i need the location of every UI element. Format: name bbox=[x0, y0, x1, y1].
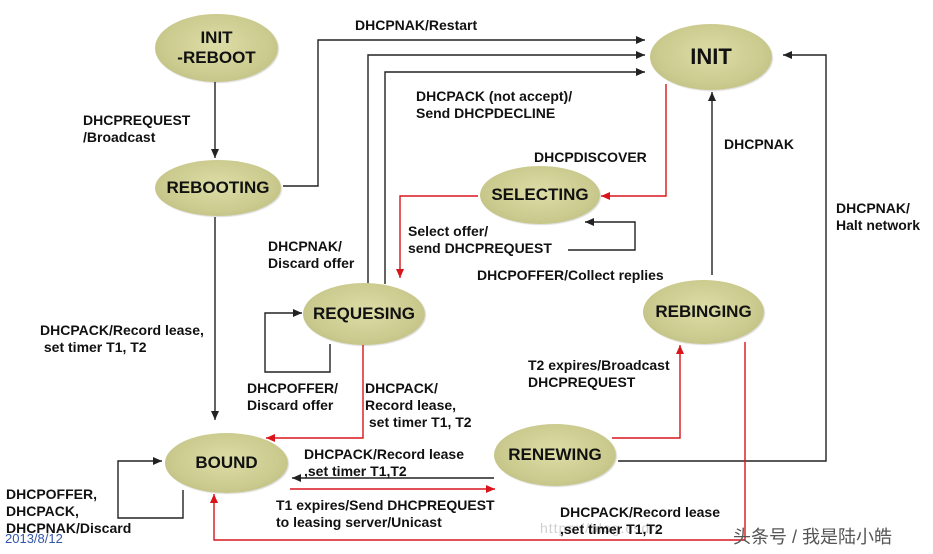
label-dhcpack-renew-bound: DHCPACK/Record lease ,set timer T1,T2 bbox=[304, 446, 464, 480]
arrow-selecting-requesing bbox=[396, 195, 478, 278]
arrow-requesing-init-decline bbox=[384, 68, 645, 284]
state-init-reboot: INIT-REBOOT bbox=[155, 14, 278, 82]
arrow-requesing-init-nak bbox=[367, 51, 645, 284]
label-dhcpack-record-req: DHCPACK/ Record lease, set timer T1, T2 bbox=[365, 380, 472, 431]
label-dhcpack-renew-bound-1: DHCPACK/Record lease bbox=[304, 446, 465, 462]
label-dhcpack-record-req-3: set timer T1, T2 bbox=[365, 414, 472, 430]
arrow-rebooting-init bbox=[283, 36, 645, 187]
label-select-offer-1: Select offer/ bbox=[408, 223, 489, 239]
state-rebooting: REBOOTING bbox=[155, 160, 281, 216]
label-dhcpnak-right: DHCPNAK bbox=[724, 136, 794, 152]
label-bound-self-2: DHCPACK, bbox=[6, 503, 79, 519]
watermark-url: https://blog.csdn bbox=[540, 520, 659, 536]
state-rebinging: REBINGING bbox=[643, 280, 764, 344]
label-dhcpack-record-left: DHCPACK/Record lease, set timer T1, T2 bbox=[40, 322, 204, 356]
state-init-label: INIT bbox=[690, 44, 732, 70]
state-init: INIT bbox=[650, 24, 772, 90]
label-dhcpack-not-accept-1: DHCPACK (not accept)/ bbox=[416, 88, 573, 104]
state-selecting: SELECTING bbox=[480, 166, 600, 224]
label-dhcpack-record-req-2: Record lease, bbox=[365, 397, 457, 413]
label-dhcpnak-halt-2: Halt network bbox=[836, 217, 921, 233]
state-rebinging-label: REBINGING bbox=[655, 302, 752, 322]
state-requesing-label: REQUESING bbox=[312, 304, 416, 324]
label-t1-expires-2: to leasing server/Unicast bbox=[276, 514, 442, 530]
state-rebooting-label: REBOOTING bbox=[166, 178, 270, 198]
label-t1-expires: T1 expires/Send DHCPREQUEST to leasing s… bbox=[276, 497, 495, 531]
state-init-reboot-label-1: INIT bbox=[200, 28, 233, 48]
arrow-rebinging-bound bbox=[210, 342, 746, 541]
label-dhcpnak-discard-2: Discard offer bbox=[268, 255, 355, 271]
label-dhcpdiscover: DHCPDISCOVER bbox=[534, 149, 647, 165]
label-dhcpnak-halt-1: DHCPNAK/ bbox=[836, 200, 910, 216]
label-bound-self: DHCPOFFER, DHCPACK, DHCPNAK/Discard bbox=[6, 486, 131, 537]
arrow-requesing-bound bbox=[266, 344, 364, 442]
state-requesing: REQUESING bbox=[303, 283, 425, 345]
label-dhcpnak-discard: DHCPNAK/ Discard offer bbox=[268, 238, 354, 272]
label-t2-expires-1: T2 expires/Broadcast bbox=[528, 357, 670, 373]
label-dhcpack-rebind-bound: DHCPACK/Record lease ,set timer T1,T2 bbox=[560, 504, 720, 538]
arrow-init-selecting bbox=[601, 84, 667, 200]
state-renewing-label: RENEWING bbox=[508, 445, 602, 465]
label-dhcpack-rebind-bound-2: ,set timer T1,T2 bbox=[560, 521, 663, 537]
watermark-toutiao: 头条号 / 我是陆小皓 bbox=[733, 527, 893, 547]
label-dhcpack-record-left-2: set timer T1, T2 bbox=[40, 339, 147, 355]
label-dhcpnak-halt: DHCPNAK/ Halt network bbox=[836, 200, 920, 234]
label-dhcpack-not-accept: DHCPACK (not accept)/ Send DHCPDECLINE bbox=[416, 88, 572, 122]
label-dhcpoffer-discard-2: Discard offer bbox=[247, 397, 334, 413]
label-dhcpack-record-left-1: DHCPACK/Record lease, bbox=[40, 322, 204, 338]
label-bound-self-3: DHCPNAK/Discard bbox=[6, 520, 132, 536]
state-init-reboot-label-2: -REBOOT bbox=[177, 48, 256, 67]
arrow-selecting-self bbox=[568, 218, 636, 251]
label-dhcpoffer-collect: DHCPOFFER/Collect replies bbox=[477, 267, 664, 283]
label-bound-self-1: DHCPOFFER, bbox=[6, 486, 97, 502]
state-bound: BOUND bbox=[165, 433, 288, 493]
label-dhcprequest-broadcast-1: DHCPREQUEST bbox=[83, 112, 191, 128]
label-select-offer: Select offer/ send DHCPREQUEST bbox=[408, 223, 552, 257]
label-dhcpack-not-accept-2: Send DHCPDECLINE bbox=[416, 105, 556, 121]
arrow-renewing-rebinging bbox=[612, 345, 684, 439]
label-dhcpnak-discard-1: DHCPNAK/ bbox=[268, 238, 342, 254]
arrow-requesing-self bbox=[264, 309, 331, 373]
label-select-offer-2: send DHCPREQUEST bbox=[408, 240, 552, 256]
label-dhcpnak-restart: DHCPNAK/Restart bbox=[355, 17, 478, 33]
label-dhcpack-record-req-1: DHCPACK/ bbox=[365, 380, 438, 396]
arrow-bound-self bbox=[117, 457, 184, 519]
label-dhcprequest-broadcast-2: /Broadcast bbox=[83, 129, 156, 145]
label-t2-expires: T2 expires/Broadcast DHCPREQUEST bbox=[528, 357, 670, 391]
label-dhcprequest-broadcast: DHCPREQUEST /Broadcast bbox=[83, 112, 190, 146]
state-selecting-label: SELECTING bbox=[491, 185, 589, 205]
date-stamp: 2013/8/12 bbox=[5, 531, 63, 546]
state-bound-label: BOUND bbox=[195, 453, 258, 473]
label-dhcpoffer-discard: DHCPOFFER/ Discard offer bbox=[247, 380, 338, 414]
label-t1-expires-1: T1 expires/Send DHCPREQUEST bbox=[276, 497, 495, 513]
arrow-renewing-init bbox=[618, 51, 827, 462]
label-dhcpoffer-discard-1: DHCPOFFER/ bbox=[247, 380, 338, 396]
label-dhcpack-renew-bound-2: ,set timer T1,T2 bbox=[304, 463, 407, 479]
label-dhcpack-rebind-bound-1: DHCPACK/Record lease bbox=[560, 504, 721, 520]
state-renewing: RENEWING bbox=[494, 424, 616, 486]
label-t2-expires-2: DHCPREQUEST bbox=[528, 374, 636, 390]
